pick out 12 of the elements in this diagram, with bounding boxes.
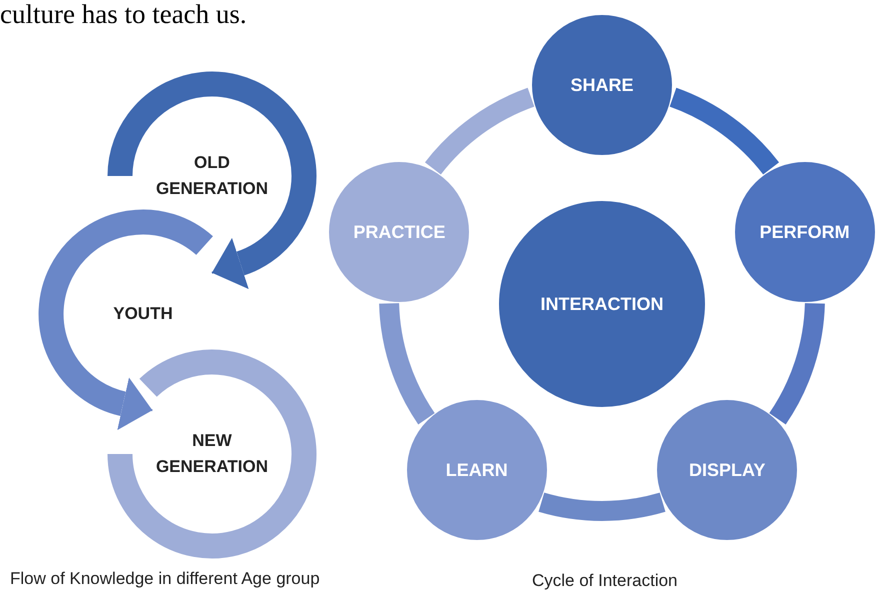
caption-text: Cycle of Interaction — [532, 570, 678, 592]
ring-segment — [379, 302, 436, 424]
ring-stage: YOUTH — [38, 209, 248, 419]
curved-arrow — [212, 238, 249, 290]
curved-arrow — [117, 377, 153, 430]
ring-segment — [669, 88, 779, 175]
ring-stage: NEW GENERATION — [107, 349, 317, 559]
caption-text: culture has to teach us. — [0, 0, 247, 31]
ring-segment — [425, 88, 535, 175]
ring-segment — [539, 492, 665, 521]
ring-segment — [768, 302, 825, 424]
caption-text: Flow of Knowledge in different Age group — [10, 568, 320, 590]
